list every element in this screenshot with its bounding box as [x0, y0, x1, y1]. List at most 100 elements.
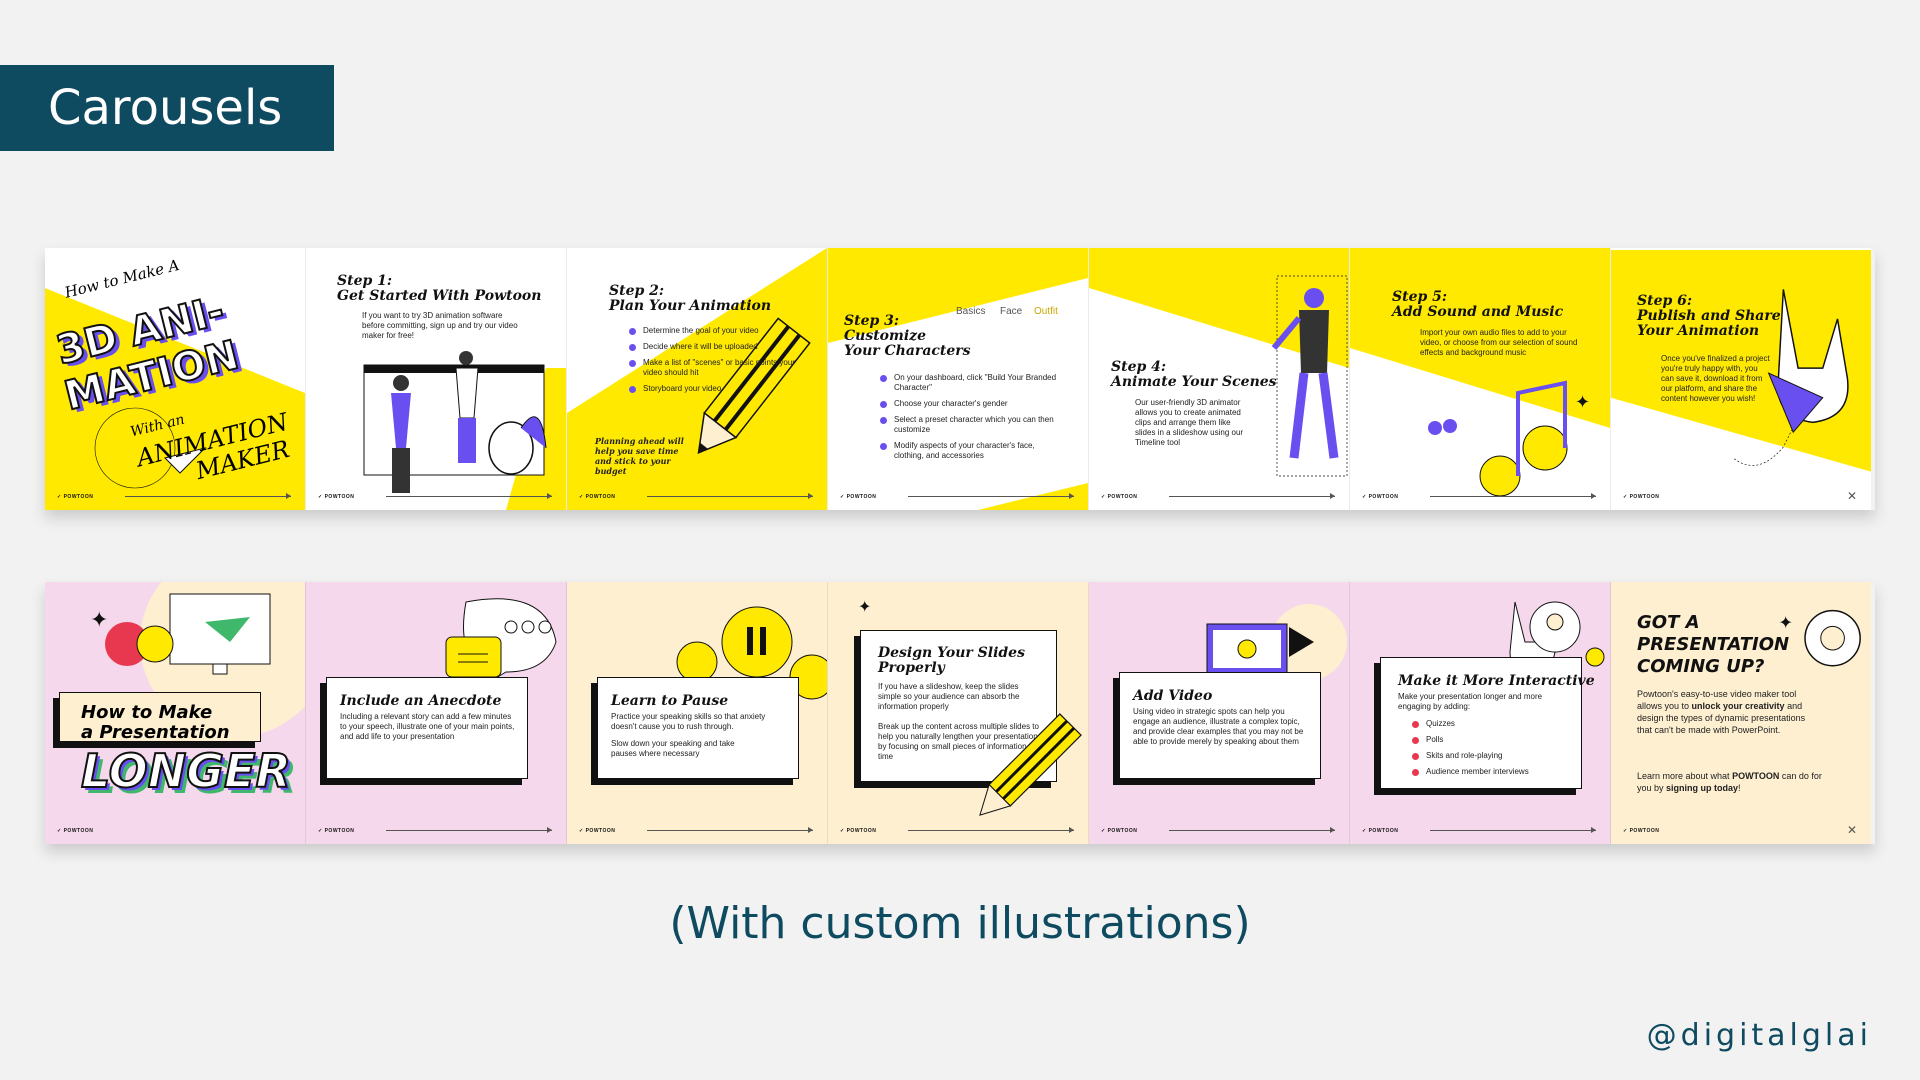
- tab-outfit[interactable]: Outfit: [1034, 306, 1058, 317]
- tab-basics[interactable]: Basics: [956, 306, 986, 317]
- powtoon-logo: POWTOON: [318, 828, 354, 834]
- close-icon: ✕: [1846, 823, 1857, 837]
- slide-body: Using video in strategic spots can help …: [1133, 707, 1304, 746]
- powtoon-logo: POWTOON: [1732, 771, 1780, 781]
- close-icon: ✕: [1846, 489, 1857, 503]
- carousel1-slide-step1: Step 1: Get Started With Powtoon If you …: [306, 248, 567, 510]
- carousel2-slide-video: Add Video Using video in strategic spots…: [1089, 582, 1350, 844]
- carousel2-slide-anecdote: Include an Anecdote Including a relevant…: [306, 582, 567, 844]
- list-item: Choose your character's gender: [880, 399, 1060, 409]
- swipe-arrow-icon: [1430, 493, 1596, 499]
- slide-title: GOT A PRESENTATION COMING UP?: [1637, 612, 1790, 677]
- swipe-arrow-icon: [647, 827, 813, 833]
- swipe-arrow-icon: [125, 493, 291, 499]
- powtoon-logo: POWTOON: [579, 494, 615, 500]
- swipe-arrow-icon: [1169, 493, 1335, 499]
- body-text: Powtoon's easy-to-use video maker tool a…: [1637, 689, 1797, 711]
- slide-title: Step 1: Get Started With Powtoon: [337, 273, 542, 304]
- slide-body: Including a relevant story can add a few…: [340, 712, 515, 741]
- content-card: [597, 677, 799, 779]
- carousel-presentation-longer: ✦ How to Make a Presentation LONGER POWT…: [45, 582, 1875, 844]
- powtoon-logo: POWTOON: [1362, 828, 1398, 834]
- cta-text: Learn more about what: [1637, 771, 1733, 781]
- slide-body-2: Break up the content across multiple sli…: [878, 722, 1043, 761]
- carousel2-slide-cover: ✦ How to Make a Presentation LONGER POWT…: [45, 582, 306, 844]
- carousel1-slide-step3: Basics Face Outfit Step 3: Customize You…: [828, 248, 1089, 510]
- swipe-arrow-icon: [908, 827, 1074, 833]
- powtoon-logo: POWTOON: [840, 494, 876, 500]
- list-item: Storyboard your video: [629, 384, 804, 394]
- powtoon-logo: POWTOON: [1362, 494, 1398, 500]
- tab-face[interactable]: Face: [1000, 306, 1023, 317]
- slide-body: Our user-friendly 3D animator allows you…: [1135, 398, 1244, 447]
- slide-body: Powtoon's easy-to-use video maker tool a…: [1637, 688, 1812, 736]
- list-item: Decide where it will be uploaded: [629, 342, 804, 352]
- ok-hand-illustration: ✦: [1778, 609, 1861, 667]
- list-item: Determine the goal of your video: [629, 326, 804, 336]
- body-text: and design the types of dynamic presenta…: [1637, 701, 1806, 735]
- slide-title: Make it More Interactive: [1398, 673, 1595, 689]
- signup-link[interactable]: signing up today: [1666, 783, 1739, 793]
- swipe-arrow-icon: [1169, 827, 1335, 833]
- slide-body: Once you've finalized a project you're t…: [1661, 354, 1770, 403]
- cta-text: !: [1738, 783, 1741, 793]
- bullet-list: Determine the goal of your video Decide …: [629, 326, 804, 400]
- content-card: [860, 630, 1057, 782]
- slide-body: If you want to try 3D animation software…: [362, 311, 518, 340]
- slide-title: Step 5: Add Sound and Music: [1392, 289, 1564, 320]
- slide-title: Step 2: Plan Your Animation: [609, 283, 772, 314]
- bullet-list: Quizzes Polls Skits and role-playing Aud…: [1412, 719, 1572, 783]
- powtoon-logo: POWTOON: [1101, 828, 1137, 834]
- cta-text: can do for you by: [1637, 771, 1822, 793]
- powtoon-logo: POWTOON: [1623, 494, 1659, 500]
- swipe-arrow-icon: [386, 827, 552, 833]
- pencil-illustration: [567, 248, 827, 510]
- swipe-arrow-icon: [386, 493, 552, 499]
- body-text-bold: unlock your creativity: [1691, 701, 1785, 711]
- powtoon-logo: POWTOON: [1101, 494, 1137, 500]
- list-item: Polls: [1412, 735, 1572, 745]
- pencil-illustration: ✦: [858, 599, 1082, 816]
- slide-title: Include an Anecdote: [340, 693, 502, 709]
- caption: (With custom illustrations): [669, 898, 1251, 949]
- carousel1-slide-cover: How to Make A 3D ANI- MATION With an ANI…: [45, 248, 306, 510]
- music-notes-illustration: ✦: [1350, 248, 1610, 497]
- peace-hand-illustration: [1611, 249, 1871, 472]
- yellow-band-shape: [45, 288, 305, 510]
- powtoon-logo: POWTOON: [579, 828, 615, 834]
- svg-text:✦: ✦: [90, 607, 108, 632]
- svg-text:✦: ✦: [1575, 392, 1590, 412]
- carousel1-slide-step5: ✦ Step 5: Add Sound and Music Import you…: [1350, 248, 1611, 510]
- carousel1-slide-step6: Step 6: Publish and Share Your Animation…: [1611, 248, 1871, 510]
- slide-title: Learn to Pause: [611, 693, 729, 709]
- cover-line1: How to Make: [81, 702, 213, 723]
- list-item: Audience member interviews: [1412, 767, 1572, 777]
- carousel2-slide-design: Design Your Slides Properly If you have …: [828, 582, 1089, 844]
- video-player-illustration: [1206, 604, 1347, 680]
- dancer-illustration: [1089, 248, 1349, 477]
- list-item: Make a list of "scenes" or basic points …: [629, 358, 804, 378]
- section-title: Carousels: [0, 65, 334, 151]
- slide-title: Step 3: Customize Your Characters: [844, 313, 971, 359]
- slide-note: Planning ahead will help you save time a…: [595, 436, 684, 476]
- character-illustration: [363, 351, 566, 510]
- speech-bubble-illustration: [445, 598, 557, 689]
- cover-big: LONGER: [80, 743, 292, 799]
- powtoon-logo: POWTOON: [1623, 828, 1659, 834]
- carousel2-slide-interactive: Make it More Interactive Make your prese…: [1350, 582, 1611, 844]
- swipe-arrow-icon: [1430, 827, 1596, 833]
- slide-title: Add Video: [1133, 688, 1213, 704]
- powtoon-logo: POWTOON: [840, 828, 876, 834]
- slide-body: Practice your speaking skills so that an…: [611, 712, 766, 731]
- slide-title: Step 6: Publish and Share Your Animation: [1637, 293, 1781, 339]
- swipe-arrow-icon: [647, 493, 813, 499]
- slide-body: Make your presentation longer and more e…: [1398, 692, 1543, 711]
- svg-text:✦: ✦: [858, 599, 871, 616]
- powtoon-logo: POWTOON: [318, 494, 354, 500]
- slide-cta: Learn more about what POWTOON can do for…: [1637, 770, 1827, 794]
- slide-title: Step 4: Animate Your Scenes: [1111, 359, 1277, 390]
- cover-line2: a Presentation: [81, 722, 230, 743]
- powtoon-logo: POWTOON: [57, 494, 93, 500]
- list-item: Modify aspects of your character's face,…: [880, 441, 1060, 461]
- list-item: Select a preset character which you can …: [880, 415, 1060, 435]
